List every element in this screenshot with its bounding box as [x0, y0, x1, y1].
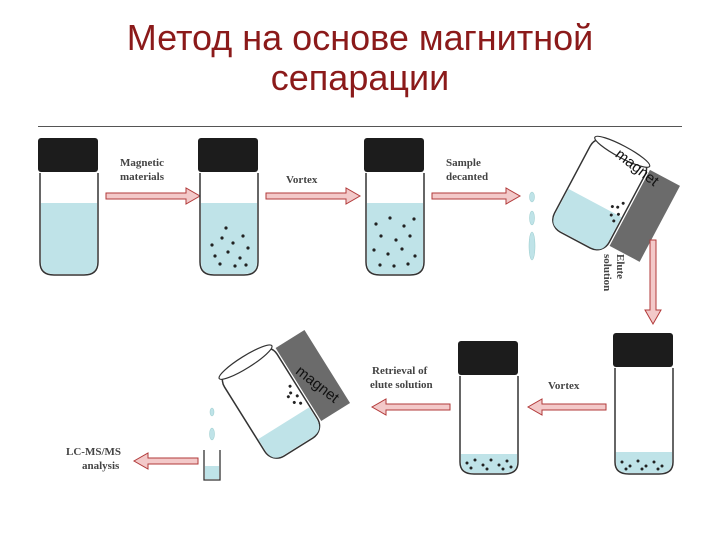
vial-3: [364, 138, 425, 276]
vial-7: [218, 330, 351, 459]
decanted-drops: [528, 191, 536, 261]
vial-6-particles: [465, 458, 513, 471]
vial-7-liquid: [258, 407, 320, 458]
label-sample-2: decanted: [446, 171, 488, 183]
label-retrieval-1: Retrieval of: [372, 365, 428, 377]
magnet-1: [609, 169, 680, 262]
page-title: Метод на основе магнитной сепарации: [0, 18, 720, 98]
label-magnetic-1: Magnetic: [120, 157, 164, 169]
vial-1: [38, 138, 99, 276]
vial-6-liquid: [461, 454, 517, 473]
vial-3-liquid: [367, 203, 423, 274]
vial-5-liquid: [616, 452, 672, 473]
arrow-vortex-2: Vortex: [526, 380, 607, 416]
label-vortex-2: Vortex: [548, 380, 580, 392]
vial-2-cap: [198, 138, 258, 172]
vial-2-liquid: [201, 203, 257, 274]
vial-7-particles: [286, 384, 303, 405]
title-line-1: Метод на основе магнитной: [126, 17, 594, 58]
retrieval-drops: [209, 407, 215, 441]
label-sample-1: Sample: [446, 157, 481, 169]
vial-5: [613, 333, 674, 475]
vial-4: [552, 135, 680, 262]
vial-6: [458, 341, 519, 475]
arrow-magnetic-materials: Magnetic materials: [105, 157, 202, 205]
label-lcms-1: LC-MS/MS: [66, 446, 121, 458]
divider: [38, 126, 682, 127]
magnet-2: [275, 330, 351, 421]
label-elute-2: solution: [601, 254, 613, 291]
label-elute-1: Elute: [614, 254, 626, 279]
label-retrieval-2: elute solution: [370, 379, 433, 391]
vial-4-liquid: [553, 188, 622, 250]
label-magnetic-2: materials: [120, 171, 165, 183]
vial-6-cap: [458, 341, 518, 375]
test-tube: [203, 450, 221, 481]
vial-4-particles: [609, 201, 625, 223]
arrow-retrieval: Retrieval of elute solution: [370, 365, 451, 416]
title-line-2: сепарации: [270, 57, 450, 98]
arrow-vortex-1: Vortex: [265, 174, 362, 205]
vial-3-particles: [372, 216, 417, 268]
vial-1-cap: [38, 138, 98, 172]
test-tube-liquid: [205, 466, 219, 479]
vial-2: [198, 138, 259, 276]
vial-1-liquid: [41, 203, 97, 274]
label-lcms-2: analysis: [82, 460, 120, 472]
arrow-lcms: LC-MS/MS analysis: [66, 446, 199, 472]
arrow-elute-solution: Elute solution: [601, 239, 662, 326]
vial-5-cap: [613, 333, 673, 367]
arrow-sample-decanted: Sample decanted: [431, 157, 522, 205]
label-vortex-1: Vortex: [286, 174, 318, 186]
vial-5-particles: [620, 459, 664, 471]
vial-2-particles: [210, 226, 250, 268]
vial-3-cap: [364, 138, 424, 172]
